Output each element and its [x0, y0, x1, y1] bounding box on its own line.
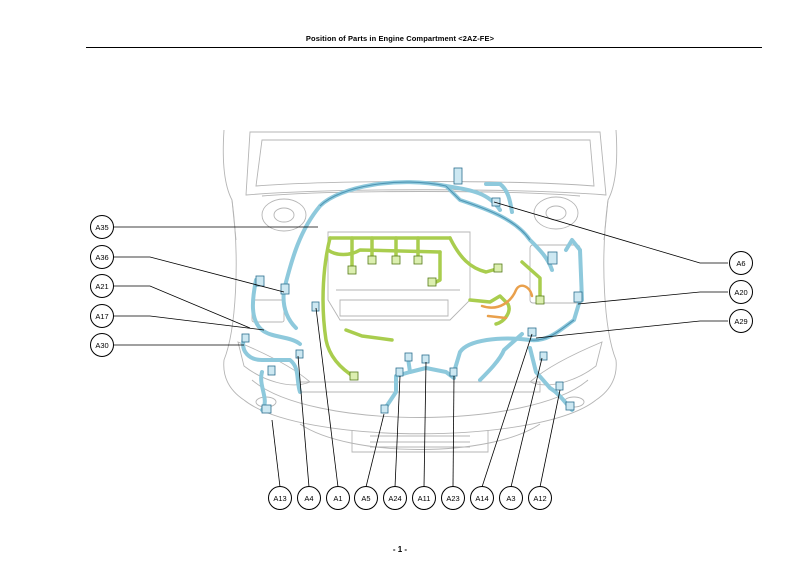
callout-a29: A29 — [729, 309, 753, 333]
connectors-green — [347, 255, 545, 381]
callout-a30: A30 — [90, 333, 114, 357]
callout-a17-label: A17 — [95, 312, 108, 321]
callout-a11-label: A11 — [418, 494, 431, 503]
callout-a12: A12 — [528, 486, 552, 510]
callout-a24: A24 — [383, 486, 407, 510]
harness-blue-dark — [319, 181, 575, 341]
callout-a1-label: A1 — [333, 494, 342, 503]
callout-a24-label: A24 — [388, 494, 401, 503]
callout-a4: A4 — [297, 486, 321, 510]
callout-a21-label: A21 — [95, 282, 108, 291]
callout-a20-label: A20 — [734, 288, 747, 297]
callout-a5-label: A5 — [361, 494, 370, 503]
callouts-left: A35 A36 A21 A17 A30 — [90, 215, 114, 357]
callouts-bottom: A13 A4 A1 A5 A24 A11 A23 A14 — [268, 486, 552, 510]
callout-a23: A23 — [441, 486, 465, 510]
harness-green — [321, 236, 542, 380]
callout-a20: A20 — [729, 280, 753, 304]
title-rule — [86, 47, 762, 48]
callout-a6-label: A6 — [736, 259, 745, 268]
callout-a4-label: A4 — [304, 494, 313, 503]
callout-a36: A36 — [90, 245, 114, 269]
callout-a13-label: A13 — [273, 494, 286, 503]
page-title: Position of Parts in Engine Compartment … — [305, 34, 495, 43]
callout-a14-label: A14 — [475, 494, 488, 503]
callout-a1: A1 — [326, 486, 350, 510]
page-number: - 1 - — [392, 545, 408, 554]
callout-a29-label: A29 — [734, 317, 747, 326]
callout-a21: A21 — [90, 274, 114, 298]
harness-orange — [480, 284, 534, 320]
callout-a3-label: A3 — [506, 494, 515, 503]
callout-a23-label: A23 — [446, 494, 459, 503]
callout-a6: A6 — [729, 251, 753, 275]
callout-a5: A5 — [354, 486, 378, 510]
callout-a35-label: A35 — [95, 223, 108, 232]
callout-a36-label: A36 — [95, 253, 108, 262]
callout-a13: A13 — [268, 486, 292, 510]
callouts-right: A6 A20 A29 — [729, 251, 753, 333]
callout-a3: A3 — [499, 486, 523, 510]
callout-a14: A14 — [470, 486, 494, 510]
leader-lines — [114, 201, 728, 488]
callout-a30-label: A30 — [95, 341, 108, 350]
callout-a17: A17 — [90, 304, 114, 328]
connectors — [241, 167, 583, 414]
callout-a11: A11 — [412, 486, 436, 510]
callout-a12-label: A12 — [533, 494, 546, 503]
callout-a35: A35 — [90, 215, 114, 239]
